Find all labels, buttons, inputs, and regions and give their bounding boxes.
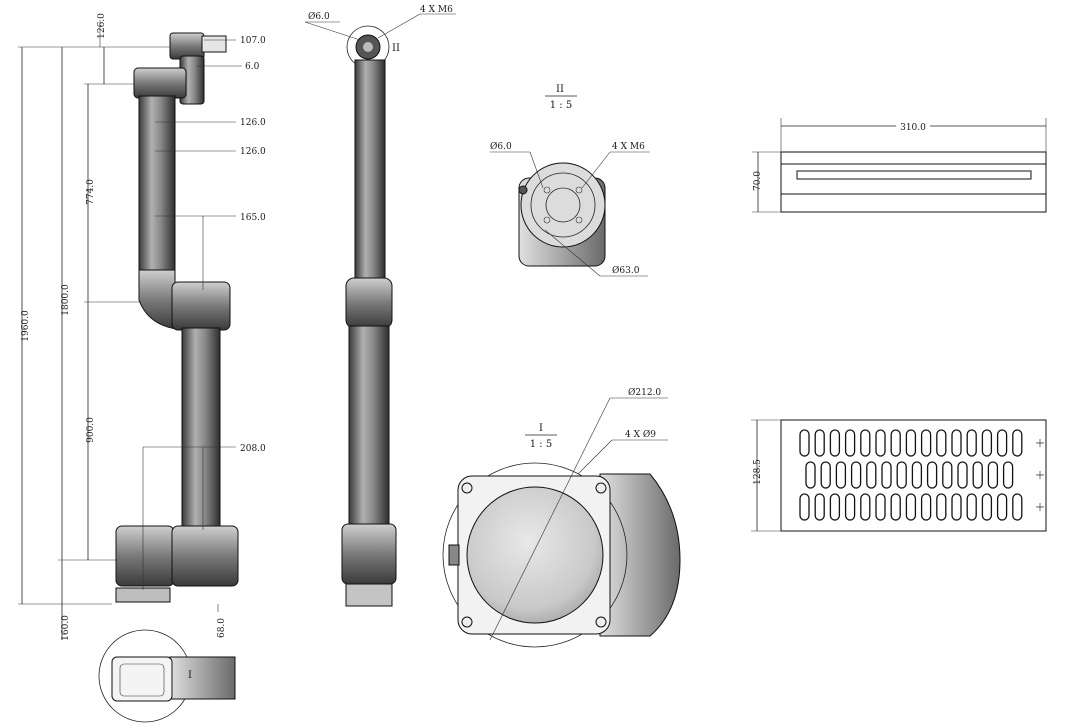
controller-depth-label: 128.5 [753,459,763,485]
vent-slot [966,493,977,521]
tool-flange [201,35,227,53]
detail-ii: II 1 : 5 Ø6.0 4 X M6 Ø63.0 [490,84,650,277]
vent-slot [981,493,993,521]
vent-slot [996,429,1008,457]
vent-slot [972,461,983,489]
reach-height-label: 1800.0 [61,284,71,316]
wrist-width-label: 107.0 [240,36,266,46]
side-holes-label: 4 X M6 [420,5,453,15]
vent-slot [981,429,993,457]
shoulder-offset-label: 208.0 [240,444,266,454]
vent-slot [987,461,999,489]
forearm-tube [138,95,176,287]
vent-slot [866,461,877,489]
base-offset-label: 68.0 [217,618,227,638]
vent-slot [926,461,938,489]
center-mark [1036,439,1044,447]
vent-slot [936,429,947,457]
detail-i-title: I [539,423,543,434]
vent-slot [905,493,917,521]
vent-slot [844,429,856,457]
vent-slot [951,493,962,521]
controller-side-view: 310.0 70.0 [752,118,1047,213]
vent-slot [905,429,917,457]
vent-slot [951,429,962,457]
vent-slot [1012,493,1023,521]
vent-slot [820,461,831,489]
vent-slot [942,461,953,489]
wrist-gap-label: 6.0 [245,62,260,72]
detail-ii-pin-dia: Ø6.0 [490,141,512,152]
joint-offset-b-label: 126.0 [240,147,266,157]
wrist1-joint [133,67,187,99]
detail-ii-callout: II [392,43,400,54]
vent-slot [860,429,871,457]
vent-slot [814,493,825,521]
center-mark [1036,503,1044,511]
vent-slot [799,429,810,457]
vent-slot [875,493,886,521]
vent-slot [799,493,810,521]
elbow-joint [171,281,231,331]
detail-i-holes: 4 X Ø9 [625,429,656,440]
detail-i-base-dia: Ø212.0 [628,387,661,398]
vent-slot [829,429,841,457]
detail-ii-flange-dia: Ø63.0 [612,265,640,276]
controller-width-label: 310.0 [900,123,926,133]
side-pin-dia-label: Ø6.0 [308,11,330,22]
total-height-label: 1960.0 [21,310,31,342]
elbow-offset-label: 165.0 [240,213,266,223]
vent-slot [936,493,947,521]
detail-ii-title: II [556,84,564,95]
vent-slot [890,493,901,521]
front-view: 1960.0 1800.0 160.0 774.0 900.0 126.0 10… [18,13,266,641]
upper-arm-length-label: 900.0 [86,417,96,443]
controller-height-label: 70.0 [753,171,763,191]
vent-slot [835,461,847,489]
vent-slot-grid [799,429,1044,521]
vent-slot [814,429,825,457]
vent-slot [805,461,816,489]
vent-slot [957,461,968,489]
vent-slot [911,461,923,489]
detail-i: I 1 : 5 Ø212.0 4 X Ø9 [442,387,681,648]
upper-arm-tube [181,327,221,529]
center-mark [1036,471,1044,479]
vent-slot [881,461,892,489]
joint-offset-a-label: 126.0 [240,118,266,128]
base-joint [171,525,239,587]
detail-ii-scale: 1 : 5 [550,100,572,111]
vent-slot [1012,429,1023,457]
vent-slot [966,429,977,457]
vent-slot [850,461,862,489]
base-height-label: 160.0 [61,615,71,641]
bottom-view: I [98,629,236,723]
vent-slot [896,461,907,489]
detail-i-scale: 1 : 5 [530,439,552,450]
vent-slot [890,429,901,457]
detail-i-callout: I [188,670,192,681]
controller-top-view: 128.5 [751,419,1047,532]
forearm-length-label: 774.0 [86,179,96,205]
mount-base [115,587,171,603]
vent-slot [996,493,1008,521]
vent-slot [920,429,932,457]
vent-slot [875,429,886,457]
vent-slot [1002,461,1014,489]
vent-slot [829,493,841,521]
side-view: Ø6.0 4 X M6 II [304,5,456,607]
vent-slot [860,493,871,521]
detail-ii-holes: 4 X M6 [612,142,645,152]
shoulder-joint [115,525,175,587]
top-offset-label: 126.0 [97,13,107,39]
wrist3-joint [169,32,205,60]
vent-slot [920,493,932,521]
vent-slot [844,493,856,521]
